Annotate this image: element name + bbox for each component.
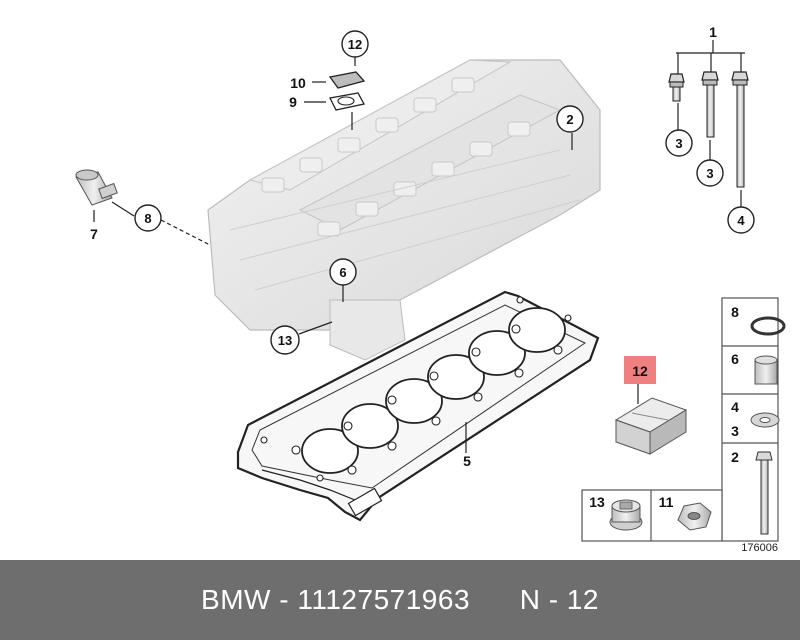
diagram-id: 176006 (741, 542, 778, 554)
legend-item-2: 2 (731, 449, 773, 535)
svg-text:3: 3 (706, 166, 713, 181)
footer-bar: BMW - 11127571963 N - 12 (0, 560, 800, 640)
callout-3-short-bolt: 3 (665, 129, 693, 157)
bushing-illustration (75, 169, 118, 206)
callout-1: 1 (709, 24, 717, 40)
svg-text:13: 13 (589, 494, 605, 510)
long-bolt (731, 71, 749, 188)
callout-6: 6 (329, 258, 357, 286)
svg-text:6: 6 (731, 351, 739, 367)
svg-text:4: 4 (737, 213, 745, 228)
callout-2-head: 2 (556, 105, 584, 133)
svg-text:10: 10 (290, 75, 306, 91)
svg-text:4: 4 (731, 399, 739, 415)
callout-12-highlighted: 12 (624, 356, 656, 384)
part-number: 11127571963 (297, 584, 471, 615)
svg-text:1: 1 (709, 24, 717, 40)
svg-text:12: 12 (348, 37, 362, 52)
svg-text:9: 9 (289, 94, 297, 110)
legend-item-6: 6 (731, 351, 778, 385)
svg-text:7: 7 (90, 226, 98, 242)
callout-9: 9 (289, 94, 297, 110)
legend-item-11: 11 (659, 494, 712, 531)
parts-diagram: 12 10 9 1 2 3 3 4 8 7 6 13 5 1 (75, 24, 786, 554)
callout-3-medium-bolt: 3 (696, 159, 724, 187)
head-gasket-illustration (236, 290, 600, 522)
legend-item-13: 13 (589, 494, 643, 531)
legend-item-4-3: 4 3 (731, 399, 780, 439)
svg-text:8: 8 (731, 304, 739, 320)
callout-11-top: 12 (341, 30, 369, 58)
svg-text:5: 5 (463, 453, 471, 469)
position-label: N - 12 (519, 584, 599, 615)
gasket-plate-illustration (328, 71, 366, 111)
callout-5: 5 (463, 453, 471, 469)
head-bolts-illustration (668, 71, 749, 188)
svg-text:12: 12 (632, 363, 648, 379)
short-bolt (668, 73, 685, 102)
svg-text:11: 11 (659, 494, 674, 510)
legend-panel: 8 6 4 3 2 (721, 297, 786, 542)
svg-text:2: 2 (731, 449, 739, 465)
brand-label: BMW (201, 584, 271, 615)
leader-lines (93, 40, 745, 453)
callout-13: 13 (270, 325, 300, 355)
svg-text:3: 3 (731, 423, 739, 439)
repair-kit-box-illustration (614, 397, 688, 455)
footer-caption: BMW - 11127571963 N - 12 (201, 584, 599, 616)
callout-4-long-bolt: 4 (727, 206, 755, 234)
svg-text:2: 2 (566, 112, 573, 127)
callout-10: 10 (290, 75, 306, 91)
cylinder-head-illustration (207, 59, 601, 361)
separator: - (270, 584, 298, 615)
legend-item-8: 8 (731, 304, 786, 336)
callout-8: 8 (134, 204, 162, 232)
svg-text:8: 8 (144, 211, 151, 226)
callout-7: 7 (90, 226, 98, 242)
svg-text:13: 13 (278, 333, 292, 348)
legend-panel-bottom: 13 11 (581, 489, 723, 542)
svg-text:3: 3 (675, 136, 682, 151)
medium-bolt (701, 71, 719, 138)
svg-text:6: 6 (339, 265, 346, 280)
diagram-canvas: 12 10 9 1 2 3 3 4 8 7 6 13 5 1 (75, 24, 786, 554)
